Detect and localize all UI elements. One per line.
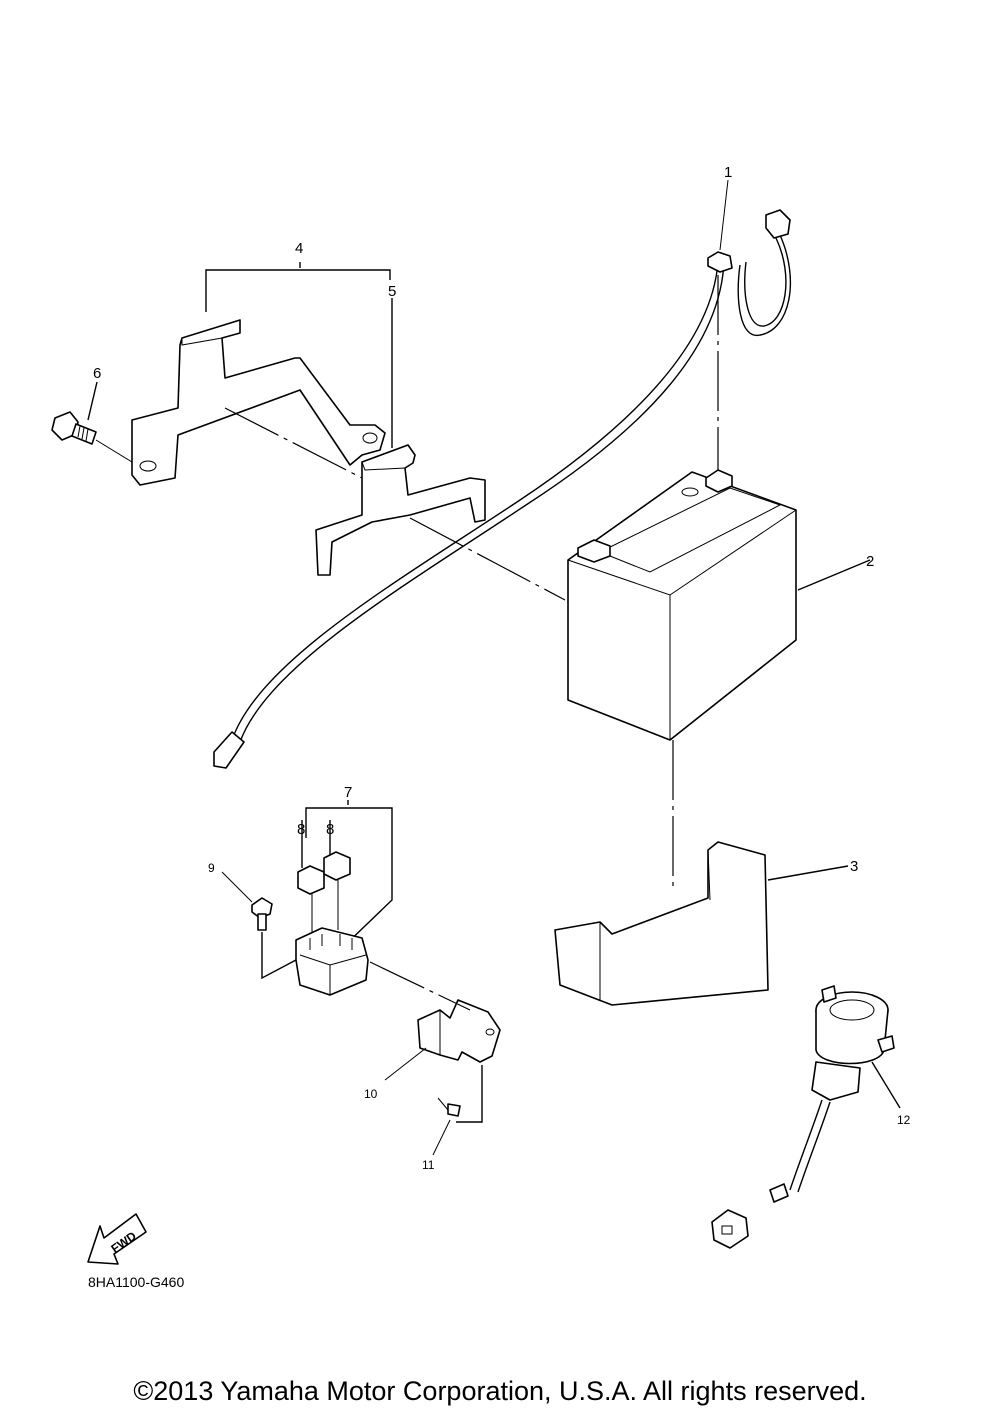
callout-5: 5 — [388, 283, 396, 300]
battery-bracket-upper — [131, 319, 386, 486]
fuse-8-left — [297, 865, 325, 895]
callout-6: 6 — [93, 365, 101, 382]
relay-bracket — [417, 999, 501, 1063]
battery — [567, 469, 797, 741]
screw-9 — [251, 897, 273, 931]
drawing-code: 8HA1100-G460 — [88, 1274, 184, 1290]
callout-3: 3 — [850, 858, 858, 875]
callout-7: 7 — [344, 784, 352, 801]
starter-relay — [295, 927, 369, 996]
power-socket — [711, 985, 895, 1249]
callout-10: 10 — [364, 1087, 378, 1101]
copyright-notice: ©2013 Yamaha Motor Corporation, U.S.A. A… — [133, 1376, 867, 1406]
fuse-8-right — [323, 851, 351, 881]
forward-arrow-icon: FWD — [87, 1213, 147, 1265]
callout-8-left: 8 — [297, 821, 305, 838]
rivet-11 — [437, 1097, 461, 1117]
battery-lead-wire — [213, 179, 792, 769]
callout-4: 4 — [295, 240, 303, 257]
battery-bracket-lower — [315, 444, 486, 576]
callout-2: 2 — [866, 553, 874, 570]
callout-1: 1 — [724, 164, 732, 181]
callout-12: 12 — [897, 1113, 911, 1127]
battery-box — [554, 841, 769, 1006]
callout-11: 11 — [422, 1158, 435, 1172]
callout-9: 9 — [208, 861, 215, 875]
bolt-6 — [51, 411, 97, 445]
callout-8-right: 8 — [326, 821, 334, 838]
